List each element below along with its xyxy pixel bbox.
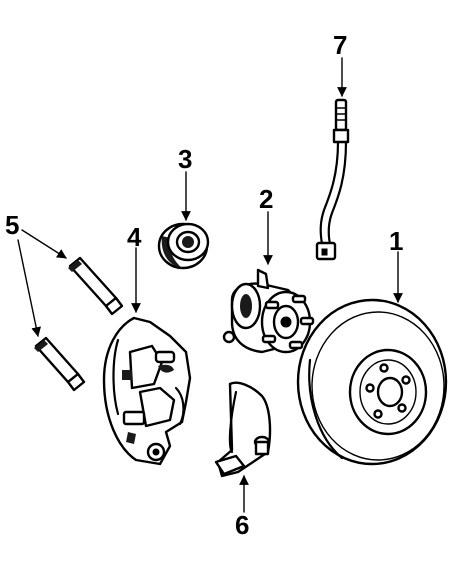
brake-hose xyxy=(315,98,350,261)
callout-2: 2 xyxy=(259,184,273,214)
guide-pin-lower xyxy=(34,336,86,392)
callout-6: 6 xyxy=(235,510,249,540)
callout-3: 3 xyxy=(178,144,192,174)
hub-bearing xyxy=(222,268,315,354)
callout-4: 4 xyxy=(127,222,142,252)
caliper xyxy=(102,316,192,466)
callout-5: 5 xyxy=(5,210,19,240)
bracket xyxy=(214,381,272,478)
callout-1: 1 xyxy=(389,226,403,256)
guide-pins xyxy=(34,256,124,392)
leader-5a xyxy=(21,229,67,259)
rotor xyxy=(296,298,448,466)
leader-5b xyxy=(17,239,41,337)
callout-7: 7 xyxy=(333,30,347,60)
guide-pin-upper xyxy=(68,256,124,316)
seal xyxy=(157,222,210,270)
